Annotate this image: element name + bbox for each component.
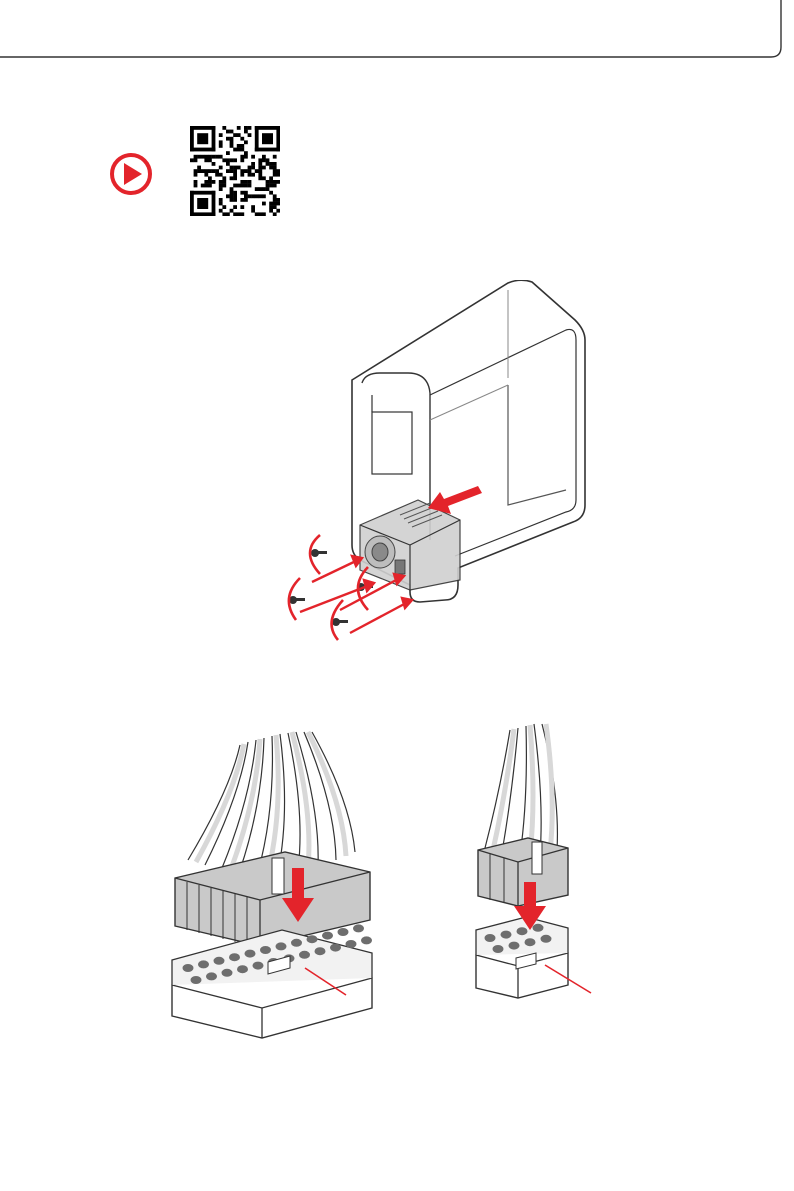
cpu-8pin-connector-illustration <box>470 720 600 1010</box>
psu-install-illustration <box>270 280 600 650</box>
video-link[interactable] <box>108 150 154 198</box>
play-icon <box>108 150 154 198</box>
atx-24pin-connector-illustration <box>160 720 380 1050</box>
qr-code[interactable] <box>190 126 280 216</box>
top-divider <box>0 0 794 60</box>
